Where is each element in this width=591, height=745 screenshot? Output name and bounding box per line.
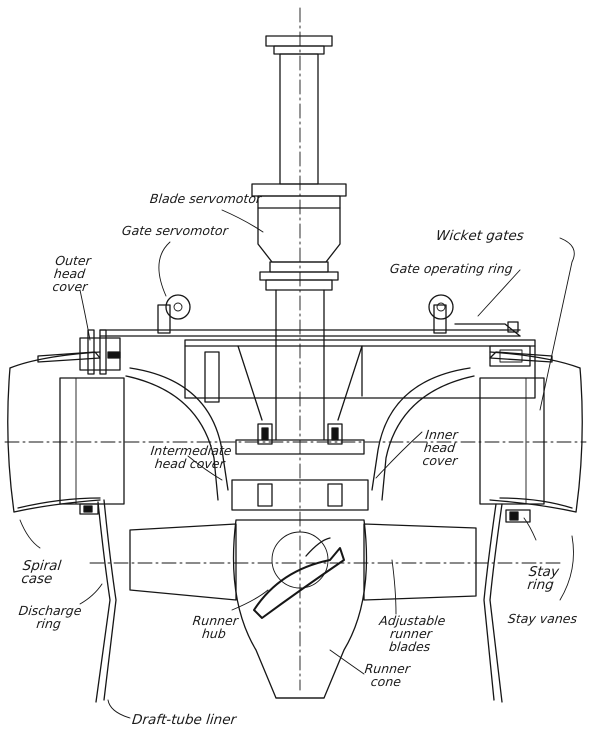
wicket-gate-right — [479, 377, 545, 505]
gate-servomotor-right — [428, 294, 454, 334]
intermediate-head-cover-curve — [129, 367, 229, 491]
wicket-gate-left — [59, 377, 125, 505]
label-runner-cone: Runner cone — [363, 661, 411, 689]
label-stay-vanes: Stay vanes — [507, 611, 578, 626]
gate-servomotor-left — [157, 294, 191, 334]
discharge-ring-right — [483, 503, 497, 701]
label-wicket-gates: Wicket gates — [435, 228, 525, 244]
spiral-case-outline — [7, 351, 583, 513]
head-cover-structure — [184, 339, 536, 421]
label-adjustable-runner-blades: Adjustable runner blades — [378, 613, 447, 654]
lower-ring-right — [505, 509, 531, 523]
blade-servomotor-assembly — [251, 35, 347, 441]
label-draft-tube-liner: Draft-tube liner — [131, 712, 237, 728]
lower-ring-left — [79, 503, 99, 515]
inner-curve-right — [371, 367, 471, 491]
runner-blade-right — [363, 523, 477, 601]
label-discharge-ring: Discharge ring — [17, 603, 83, 631]
label-blade-servomotor: Blade servomotor — [149, 191, 263, 206]
gate-operating-ring — [99, 321, 521, 337]
runner-blade-left — [129, 523, 237, 601]
label-runner-hub: Runner hub — [191, 613, 239, 641]
label-spiral-case: Spiral case — [20, 558, 63, 587]
outer-head-cover — [79, 329, 121, 375]
leader-lines — [19, 209, 575, 719]
discharge-ring-left — [103, 499, 117, 701]
label-gate-operating-ring: Gate operating ring — [389, 261, 514, 276]
label-outer-head-cover: Outer head cover — [51, 253, 92, 294]
label-stay-ring: Stay ring — [526, 564, 560, 593]
label-inner-head-cover: Inner head cover — [421, 427, 459, 468]
label-intermediate-head-cover: Intermediate head cover — [149, 443, 233, 471]
label-gate-servomotor: Gate servomotor — [121, 223, 229, 238]
shaft-bearings — [231, 423, 369, 511]
